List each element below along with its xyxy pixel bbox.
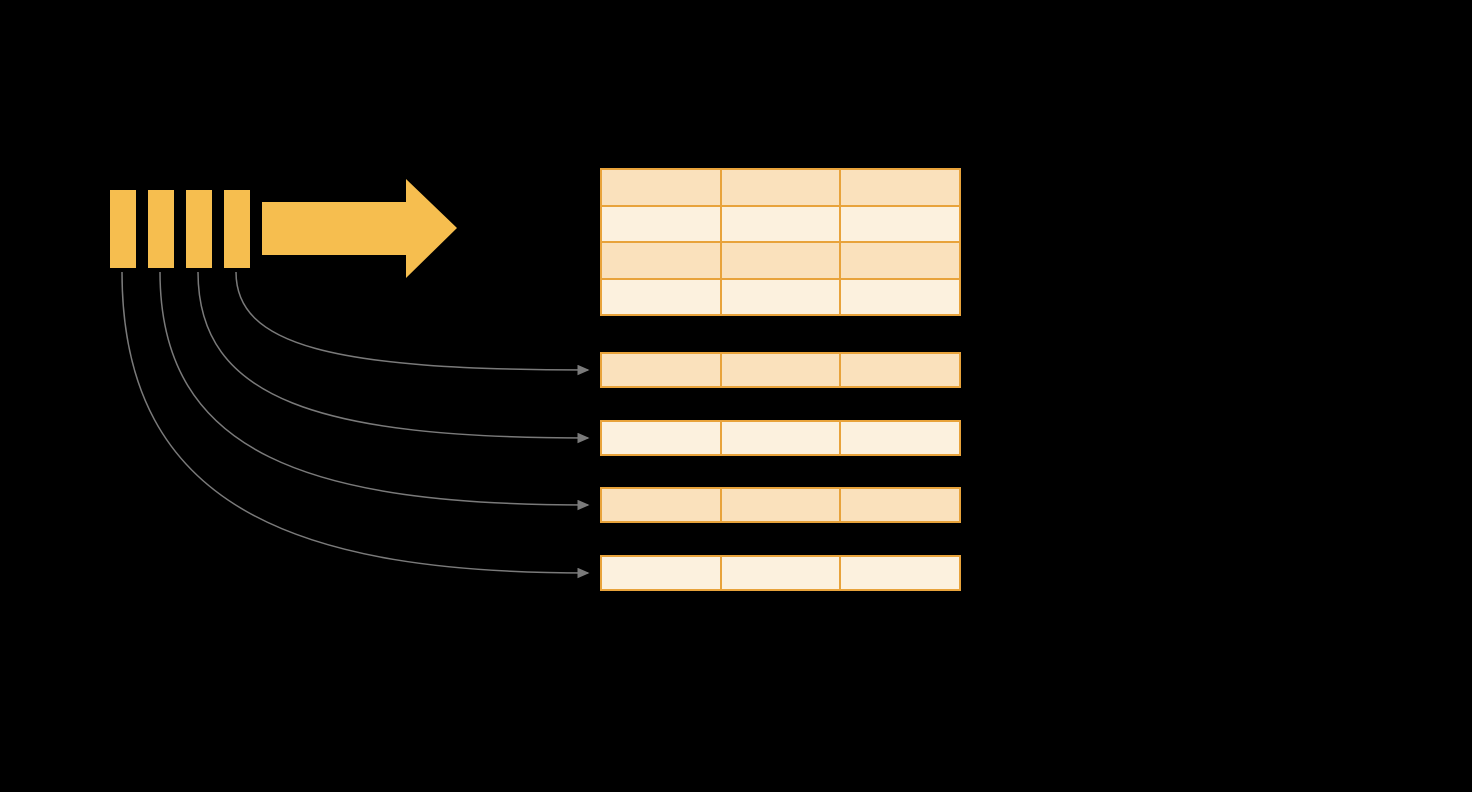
table-cell — [839, 243, 959, 278]
stream-bars — [110, 190, 250, 268]
table-cell — [839, 489, 959, 521]
table-cell — [839, 279, 959, 314]
connector-to-row-table-1 — [235, 271, 590, 376]
table-cell — [719, 422, 840, 454]
table-row — [602, 241, 959, 278]
table-cell — [602, 280, 720, 315]
table-cell — [719, 170, 840, 205]
row-table-2 — [600, 420, 961, 456]
table-cell — [602, 170, 720, 205]
table-cell — [719, 279, 840, 314]
connector-to-row-table-3 — [159, 271, 590, 511]
table-cell — [839, 557, 959, 589]
stream-bar — [224, 190, 250, 268]
table-row — [602, 557, 959, 589]
table-cell — [719, 557, 840, 589]
row-table-3 — [600, 487, 961, 523]
table-cell — [839, 170, 959, 205]
table-cell — [839, 206, 959, 241]
stream-bar — [110, 190, 136, 268]
table-cell — [602, 354, 720, 386]
row-table-4 — [600, 555, 961, 591]
flow-arrow — [262, 179, 457, 278]
table-cell — [719, 489, 840, 521]
table-row — [602, 170, 959, 205]
table-row — [602, 277, 959, 315]
table-cell — [602, 243, 720, 278]
table-cell — [719, 243, 840, 278]
table-cell — [839, 422, 959, 454]
table-row — [602, 422, 959, 454]
table-cell — [602, 489, 720, 521]
table-row — [602, 489, 959, 521]
main-table — [600, 168, 961, 316]
table-row — [602, 354, 959, 386]
table-cell — [602, 207, 720, 242]
row-table-1 — [600, 352, 961, 388]
stream-bar — [148, 190, 174, 268]
stream-bar — [186, 190, 212, 268]
table-row — [602, 204, 959, 242]
table-cell — [602, 557, 720, 589]
table-cell — [719, 354, 840, 386]
connector-to-row-table-4 — [121, 271, 590, 579]
table-cell — [839, 354, 959, 386]
table-cell — [602, 422, 720, 454]
connector-to-row-table-2 — [197, 271, 590, 444]
table-cell — [719, 206, 840, 241]
